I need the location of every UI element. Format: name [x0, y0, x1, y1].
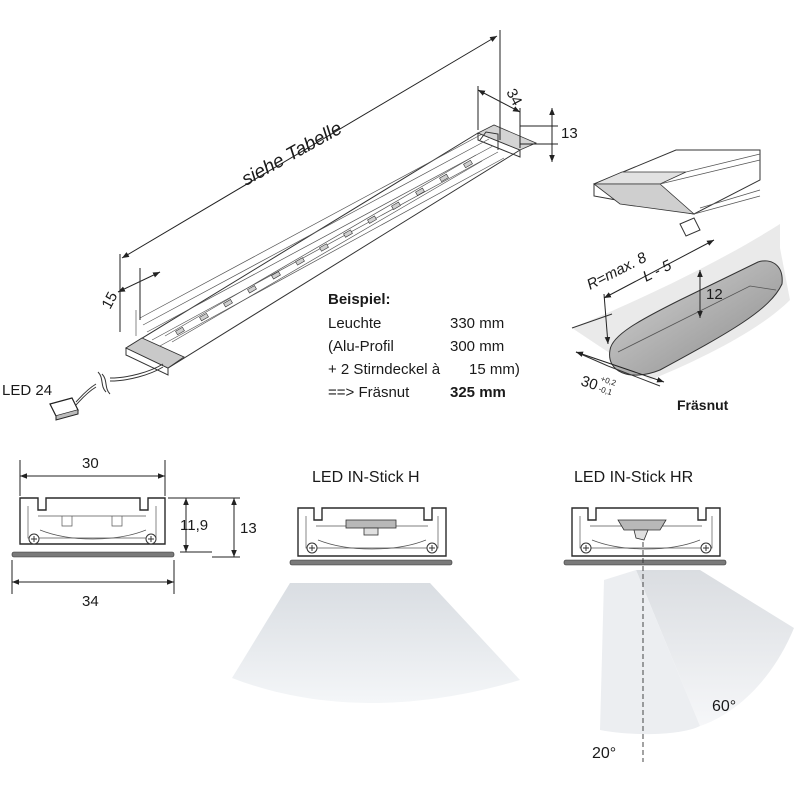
section-stick-hr: LED IN-Stick HR 60° 20°	[563, 469, 794, 762]
groove-width-label: 30	[579, 373, 600, 394]
profile-section	[11, 497, 175, 558]
width-dimension: 34	[477, 86, 525, 148]
led-chip	[199, 312, 209, 322]
example-block: Beispiel: Leuchte 330 mm (Alu-Profil 300…	[328, 291, 520, 401]
angle-20-label: 20°	[592, 745, 616, 762]
angle-60-label: 60°	[712, 698, 736, 715]
example-row-value: 15 mm)	[469, 361, 520, 378]
led-chip	[223, 299, 233, 308]
example-row-value: 330 mm	[450, 315, 504, 332]
groove-tol-lower: -0,1	[597, 384, 613, 397]
length-label: siehe Tabelle	[238, 118, 346, 190]
depth-label: 12	[706, 286, 723, 303]
led-chip	[295, 257, 305, 266]
width-bottom-label: 34	[82, 593, 99, 610]
example-title: Beispiel:	[328, 291, 391, 308]
led-chip	[175, 326, 185, 336]
example-row-label: + 2 Stirndeckel à	[328, 361, 441, 378]
connector: LED 24	[2, 363, 164, 421]
example-row-value: 300 mm	[450, 338, 504, 355]
led-chip	[271, 271, 281, 280]
section-stick-h: LED IN-Stick H	[232, 469, 520, 703]
height-outer-label: 13	[240, 520, 257, 537]
height-inner-label: 11,9	[180, 517, 208, 534]
height-label: 13	[561, 125, 578, 142]
endcap-label: 15	[99, 289, 122, 312]
groove-caption: Fräsnut	[677, 397, 729, 413]
led-row	[175, 159, 473, 336]
led-chip	[247, 285, 257, 294]
cross-section-dimensioned: 30 11,9 13 34	[11, 455, 257, 610]
height-dimension: 13	[520, 108, 578, 162]
example-row-label: ==> Fräsnut	[328, 384, 410, 401]
title-stick-h: LED IN-Stick H	[312, 469, 420, 486]
width-label: 34	[502, 86, 525, 109]
example-row-label: Leuchte	[328, 315, 381, 332]
example-row-label: (Alu-Profil	[328, 338, 394, 355]
endcap-dimension: 15	[99, 268, 161, 320]
width-top-label: 30	[82, 455, 99, 472]
groove-drawing: 12 L - 5 R=max. 8 30 +0,2 -0,1 Fräsnut	[571, 149, 790, 413]
example-row-value: 325 mm	[450, 384, 506, 401]
connector-label: LED 24	[2, 382, 52, 399]
title-stick-hr: LED IN-Stick HR	[574, 469, 693, 486]
